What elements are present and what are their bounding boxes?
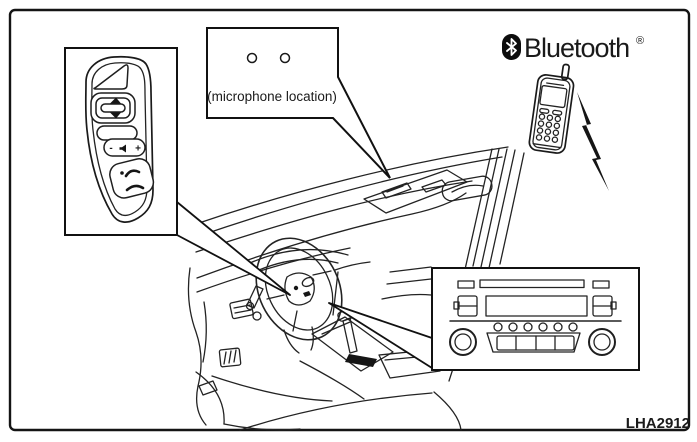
audio-unit-callout: [328, 267, 640, 371]
microphone-location-label: (microphone location): [207, 89, 337, 104]
audio-unit: [449, 279, 622, 356]
registered-trademark: ®: [636, 35, 644, 47]
phone-keypad: [535, 113, 562, 143]
volume-plus-label: +: [135, 144, 141, 155]
phone-button: [109, 158, 155, 199]
blank-button: [96, 125, 138, 141]
steering-wheel: [245, 237, 343, 354]
tuning-knob: [588, 328, 616, 356]
answer-handset-icon: [124, 169, 141, 178]
bluetooth-icon: [502, 34, 521, 60]
steering-controls-callout: - +: [64, 47, 291, 296]
volume-minus-label: -: [109, 143, 112, 154]
turn-signal-stalk: [246, 285, 264, 309]
phone-antenna: [560, 63, 570, 81]
volume-button: - +: [103, 138, 146, 157]
speaker-icon: [119, 144, 126, 153]
end-handset-icon: [125, 184, 145, 192]
steering-switch-pod: - +: [84, 55, 155, 223]
seek-up-icon: [110, 97, 121, 104]
dash-vent: [218, 347, 242, 368]
microphone-grille: [381, 182, 412, 199]
cd-slot: [479, 279, 585, 289]
seek-rocker-button: [90, 92, 136, 124]
station-buttons: [493, 322, 578, 332]
bluetooth-branding: Bluetooth ®: [502, 33, 644, 63]
floor-lines: [195, 360, 462, 431]
bluetooth-wordmark: Bluetooth: [524, 33, 629, 63]
a-pillar: [463, 148, 525, 298]
seek-down-icon: [110, 112, 121, 119]
preset-key-panel: [486, 332, 581, 353]
voice-icon: [120, 171, 124, 175]
signal-bolt-icon: [577, 92, 609, 191]
right-rocker-buttons: [592, 295, 617, 317]
power-button: [592, 280, 610, 289]
car-interior-illustration: [187, 146, 525, 431]
mic-hole-icon: [246, 52, 258, 64]
roof-line: [195, 146, 509, 225]
mic-hole-icon: [279, 52, 291, 64]
phone-screen: [539, 85, 568, 109]
callout-balloon: [206, 27, 391, 179]
volume-knob: [449, 328, 477, 356]
mobile-phone-illustration: [528, 63, 609, 191]
mode-button: [93, 64, 129, 90]
display: [485, 295, 588, 317]
overhead-console: [363, 169, 468, 214]
left-rocker-buttons: [453, 295, 478, 317]
figure-code: LHA2912: [626, 415, 690, 432]
microphone-callout: (microphone location): [206, 27, 391, 179]
phone-body: [528, 74, 575, 154]
steering-hub: [284, 272, 315, 306]
eject-button: [457, 280, 475, 289]
shift-gate: [345, 354, 377, 367]
